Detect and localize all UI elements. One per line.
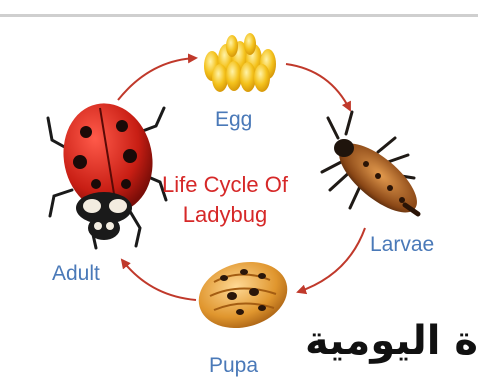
pupa-icon [191,252,294,337]
arrow-adult-to-egg [118,58,196,100]
diagram-title: Life Cycle Of Ladybug [150,170,300,230]
stage-label-pupa: Pupa [209,354,258,378]
title-line-1: Life Cycle Of [150,170,300,200]
ladybug-icon [48,95,166,248]
arabic-caption: ة اليومية [305,318,478,364]
title-line-2: Ladybug [150,200,300,230]
stage-label-adult: Adult [52,262,100,286]
stage-label-egg: Egg [215,108,252,132]
arrow-egg-to-larvae [286,64,350,110]
arrow-larvae-to-pupa [298,228,365,292]
eggs-cluster-icon [204,33,276,92]
stage-label-larvae: Larvae [370,233,434,257]
larva-icon [322,112,428,224]
arrow-pupa-to-adult [122,260,196,300]
